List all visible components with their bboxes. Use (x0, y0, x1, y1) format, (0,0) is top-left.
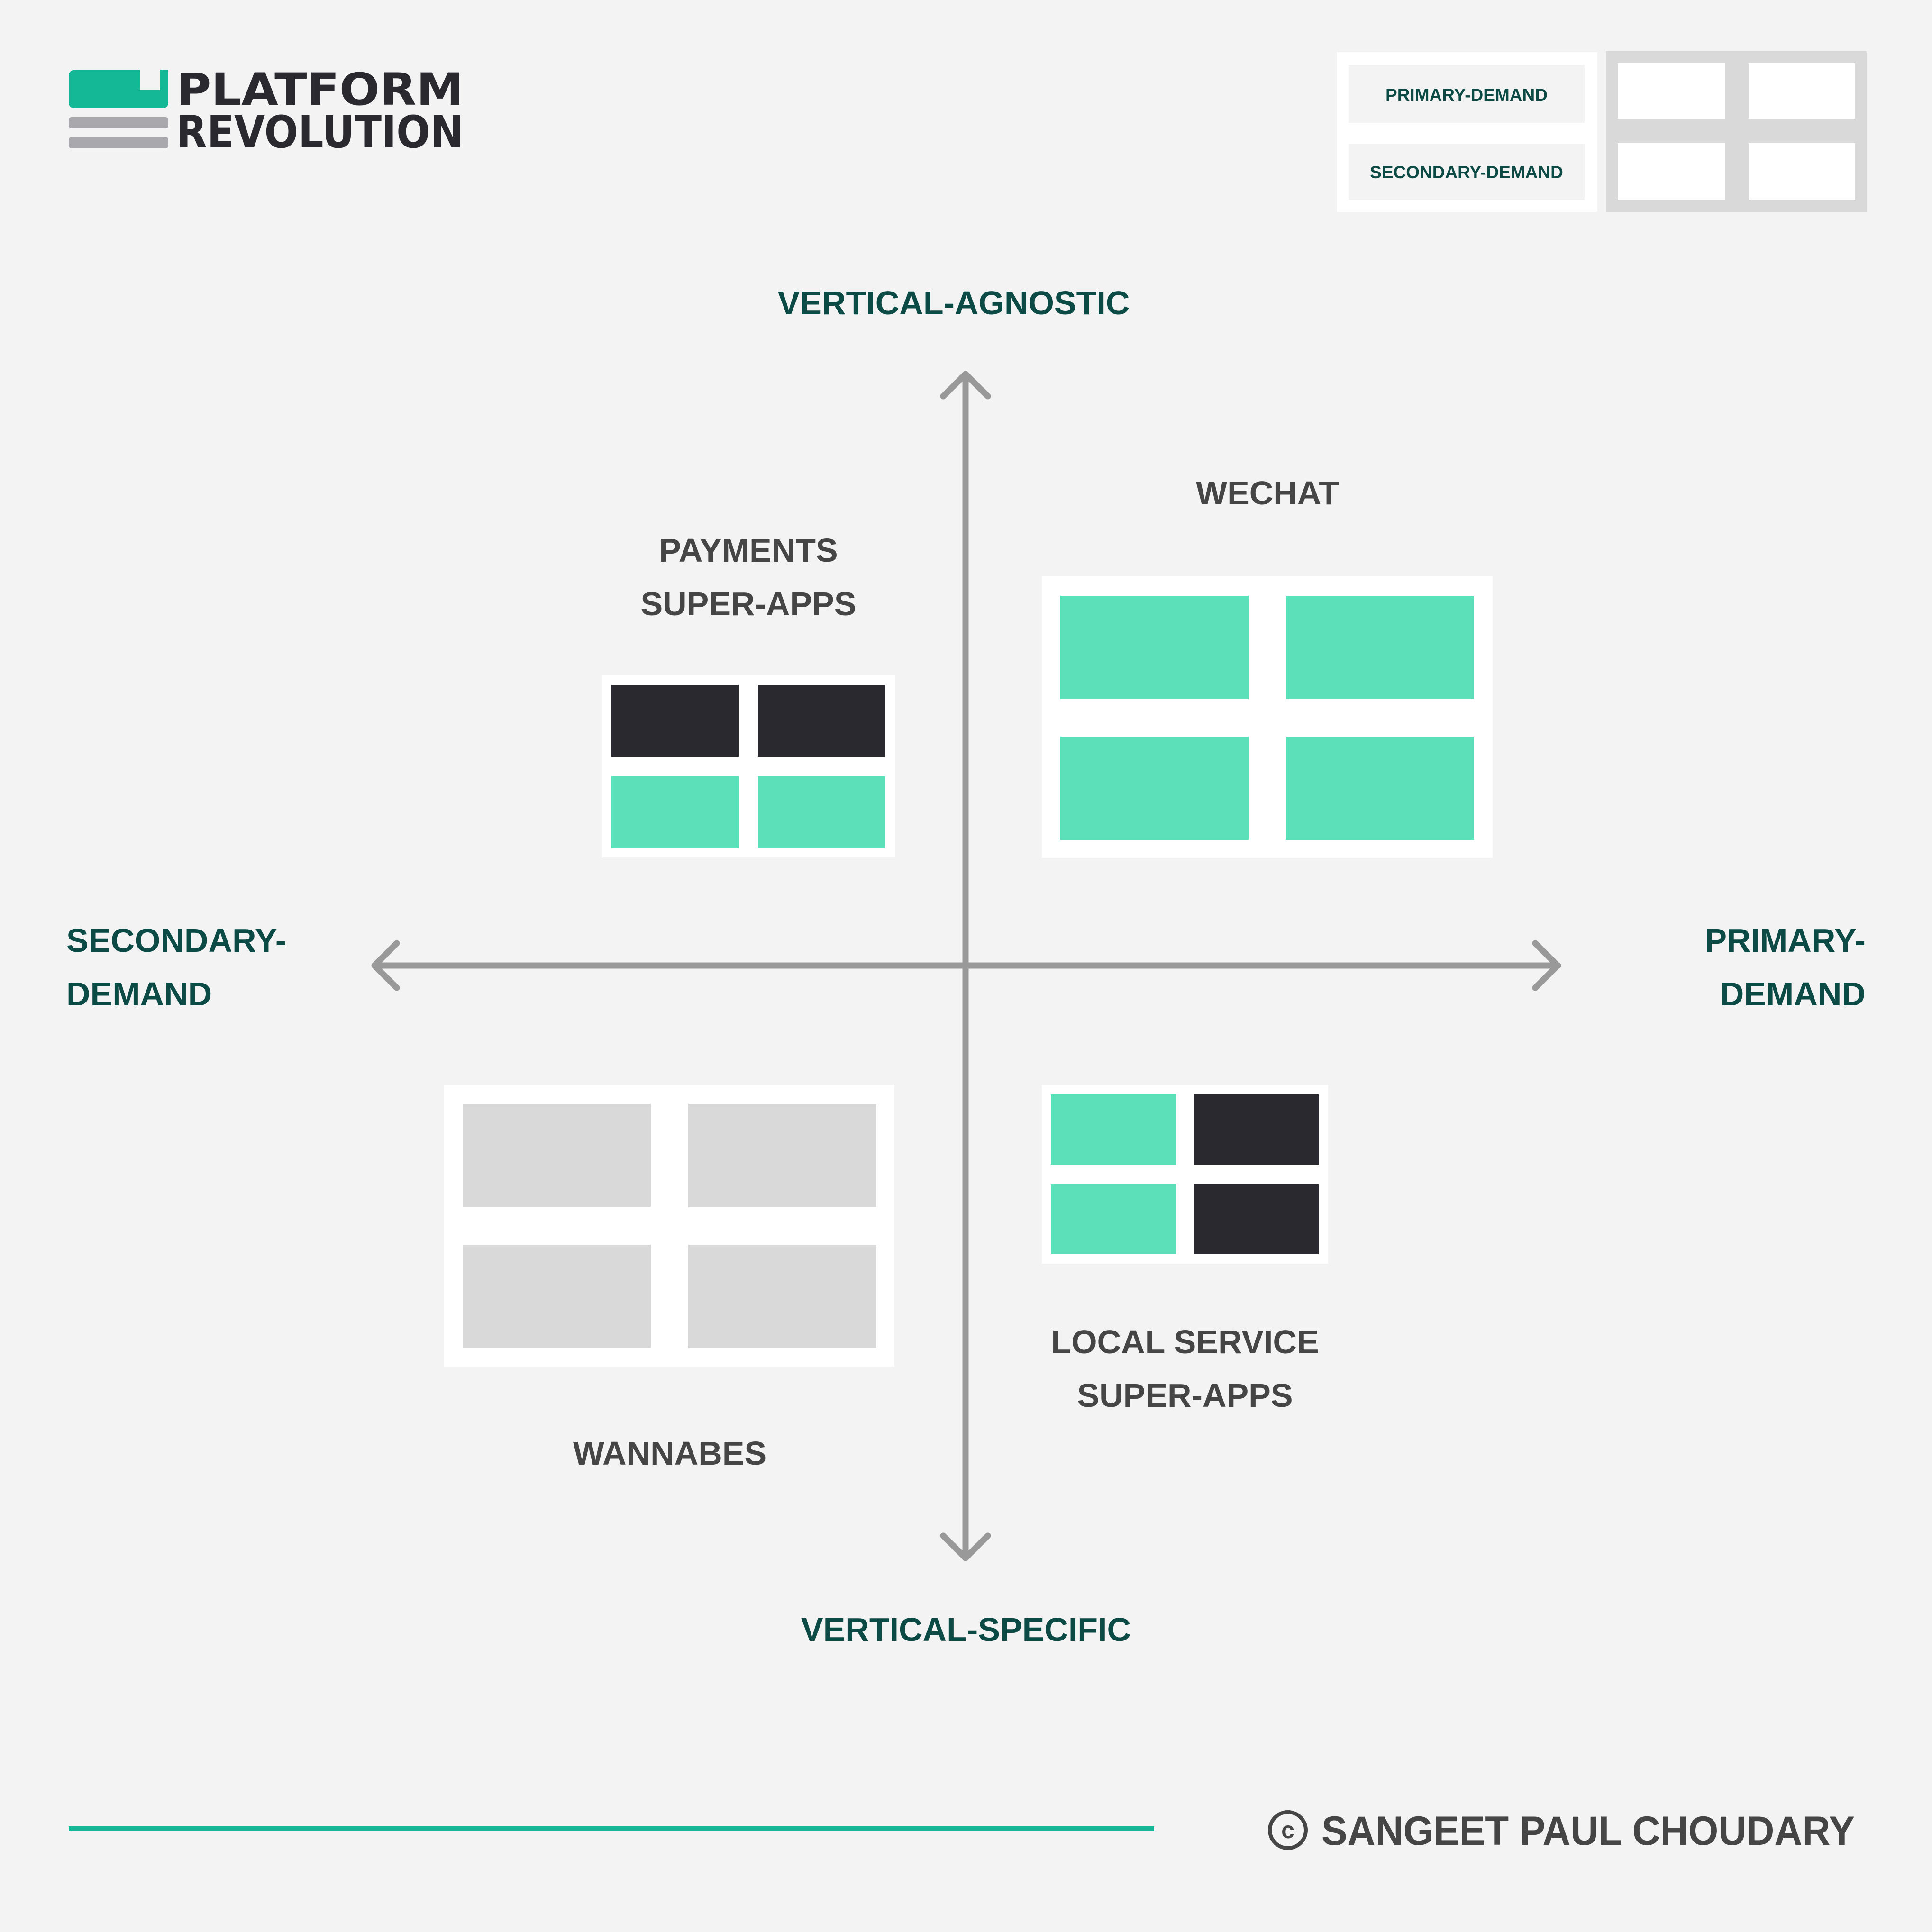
legend-grid-cell-4 (1749, 143, 1855, 200)
wechat-cell-teal-2 (1286, 596, 1474, 699)
payments-label-line1: PAYMENTS (659, 532, 838, 569)
axes (371, 371, 1561, 1561)
legend-primary-label: PRIMARY-DEMAND (1385, 85, 1548, 105)
wannabes-cell-grey-2 (688, 1104, 876, 1207)
copyright-icon (1268, 1810, 1308, 1850)
logo-teal-bar (69, 70, 168, 108)
axis-label-left-line1: SECONDARY- (66, 922, 286, 959)
axis-label-right-line2: DEMAND (1720, 975, 1866, 1012)
logo-grey-bar-2 (69, 137, 168, 148)
legend-grid-cell-3 (1618, 143, 1725, 200)
payments-cell-teal-2 (758, 776, 885, 848)
legend: PRIMARY-DEMAND SECONDARY-DEMAND (1337, 51, 1867, 212)
wechat-cell-teal-4 (1286, 737, 1474, 840)
wannabes-cell-grey-4 (688, 1245, 876, 1348)
quadrant-payments-super-apps: PAYMENTS SUPER-APPS (602, 532, 895, 857)
wannabes-cell-grey-1 (463, 1104, 651, 1207)
local-service-cell-dark-2 (1194, 1184, 1319, 1254)
arrow-left-icon (371, 940, 400, 991)
legend-secondary-row (1349, 144, 1585, 200)
wannabes-cell-grey-3 (463, 1245, 651, 1348)
local-service-cell-teal-1 (1051, 1094, 1176, 1165)
legend-primary-row (1349, 65, 1585, 123)
quadrant-wechat: WECHAT (1042, 474, 1493, 858)
wechat-cell-teal-3 (1060, 737, 1249, 840)
wechat-cell-teal-1 (1060, 596, 1249, 699)
axis-label-top: VERTICAL-AGNOSTIC (778, 284, 1130, 321)
payments-cell-dark-2 (758, 685, 885, 757)
logo-grey-bar-1 (69, 117, 168, 128)
quadrant-wannabes: WANNABES (444, 1085, 894, 1472)
legend-grid-cell-2 (1749, 63, 1855, 119)
platform-revolution-logo: PLATFORM REVOLUTION (69, 64, 464, 158)
wannabes-label: WANNABES (573, 1435, 766, 1472)
local-service-cell-dark-1 (1194, 1094, 1319, 1165)
payments-label-line2: SUPER-APPS (640, 585, 856, 622)
payments-cell-dark-1 (611, 685, 739, 757)
local-service-cell-teal-2 (1051, 1184, 1176, 1254)
copyright-author: SANGEET PAUL CHOUDARY (1321, 1808, 1855, 1854)
logo-text-revolution: REVOLUTION (176, 107, 464, 158)
axis-label-right-line1: PRIMARY- (1704, 922, 1866, 959)
legend-secondary-label: SECONDARY-DEMAND (1370, 163, 1563, 182)
footer: c SANGEET PAUL CHOUDARY (69, 1808, 1855, 1854)
axis-label-bottom: VERTICAL-SPECIFIC (801, 1611, 1131, 1648)
arrow-right-icon (1532, 940, 1561, 991)
arrow-up-icon (940, 371, 991, 400)
local-service-label-line1: LOCAL SERVICE (1051, 1323, 1319, 1360)
local-service-label-line2: SUPER-APPS (1077, 1377, 1293, 1414)
legend-grid-cell-1 (1618, 63, 1725, 119)
arrow-down-icon (940, 1532, 991, 1561)
quadrant-local-service-super-apps: LOCAL SERVICE SUPER-APPS (1042, 1085, 1328, 1414)
logo-text-platform: PLATFORM (176, 64, 464, 116)
axis-label-left-line2: DEMAND (66, 975, 212, 1012)
wechat-label: WECHAT (1196, 474, 1339, 511)
copyright-symbol: c (1281, 1817, 1294, 1843)
payments-cell-teal-1 (611, 776, 739, 848)
